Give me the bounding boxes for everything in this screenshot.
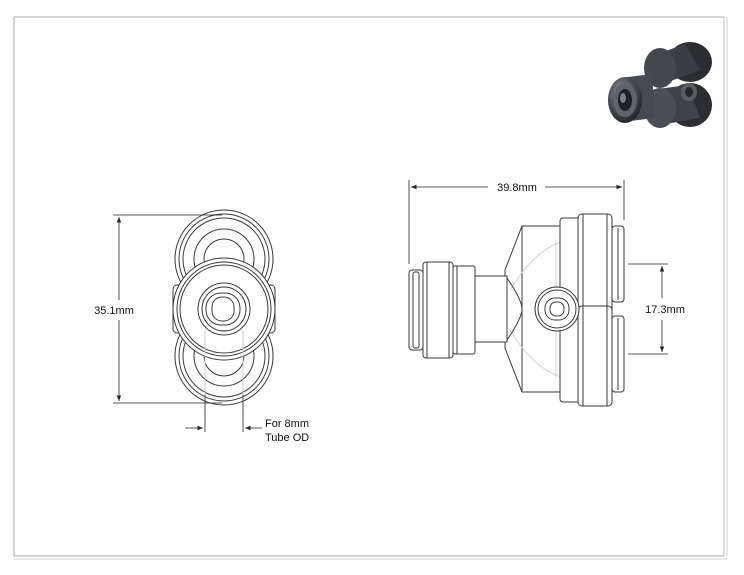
port-spacing-label: 17.3mm xyxy=(645,304,685,316)
dimension-overall-height: 35.1mm xyxy=(94,214,222,404)
overall-height-label: 35.1mm xyxy=(94,305,134,317)
isometric-render-thumbnail xyxy=(608,42,712,128)
dimension-port-spacing: 17.3mm xyxy=(628,263,685,355)
sheet-border xyxy=(13,16,728,560)
dimension-overall-width: 39.8mm xyxy=(408,180,625,264)
dimension-tube-od: For 8mm Tube OD xyxy=(185,395,309,444)
overall-width-label: 39.8mm xyxy=(497,182,537,194)
end-view xyxy=(172,209,276,410)
tube-note-line1: For 8mm xyxy=(265,418,309,430)
side-view xyxy=(408,213,625,407)
tube-note-line2: Tube OD xyxy=(265,432,309,444)
